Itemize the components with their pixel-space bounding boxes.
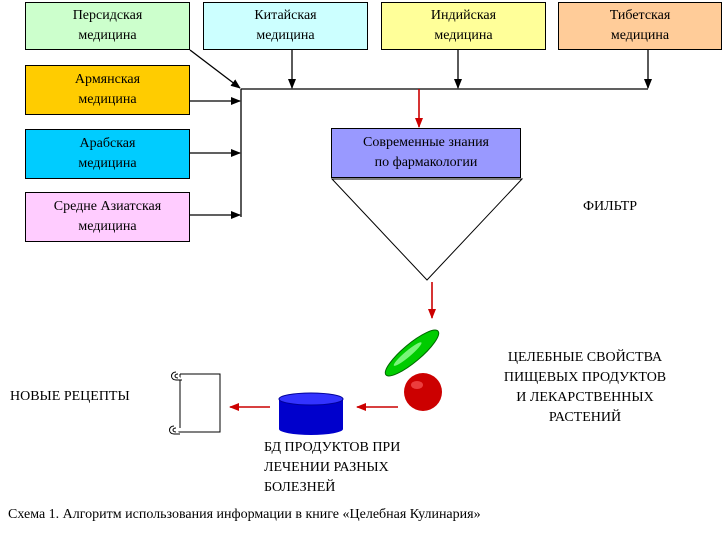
source-armenian-medicine: Армянская медицина [25,65,190,115]
db-label: БД ПРОДУКТОВ ПРИ ЛЕЧЕНИИ РАЗНЫХ БОЛЕЗНЕЙ [264,440,401,492]
properties-label: ЦЕЛЕБНЫЕ СВОЙСТВА ПИЩЕВЫХ ПРОДУКТОВ И ЛЕ… [503,350,667,425]
source-indian-medicine: Индийская медицина [381,2,546,50]
knowledge-label: Современные знания по фармакологии [363,135,489,170]
recipes-label: НОВЫЕ РЕЦЕПТЫ [10,389,130,404]
filter-label: ФИЛЬТР [583,199,637,214]
apple-highlight-icon [411,381,423,389]
source-label: Средне Азиатская медицина [53,199,162,234]
source-label: Арабская медицина [78,136,137,171]
source-persian-medicine: Персидская медицина [25,2,190,50]
source-tibetan-medicine: Тибетская медицина [558,2,722,50]
source-label: Армянская медицина [74,72,141,107]
caption: Схема 1. Алгоритм использования информац… [8,507,481,522]
knowledge-box: Современные знания по фармакологии [331,128,521,178]
source-label: Персидская медицина [72,8,143,43]
source-arabic-medicine: Арабская медицина [25,129,190,179]
source-central-asian-medicine: Средне Азиатская медицина [25,192,190,242]
scroll-icon [169,371,221,435]
filter-funnel [330,178,524,281]
source-chinese-medicine: Китайская медицина [203,2,368,50]
leaf-icon [384,329,440,377]
arrow-persian [189,49,241,89]
database-icon [278,392,344,435]
source-label: Китайская медицина [254,8,317,43]
source-label: Индийская медицина [430,8,497,43]
source-label: Тибетская медицина [609,8,671,43]
apple-icon [404,373,442,411]
